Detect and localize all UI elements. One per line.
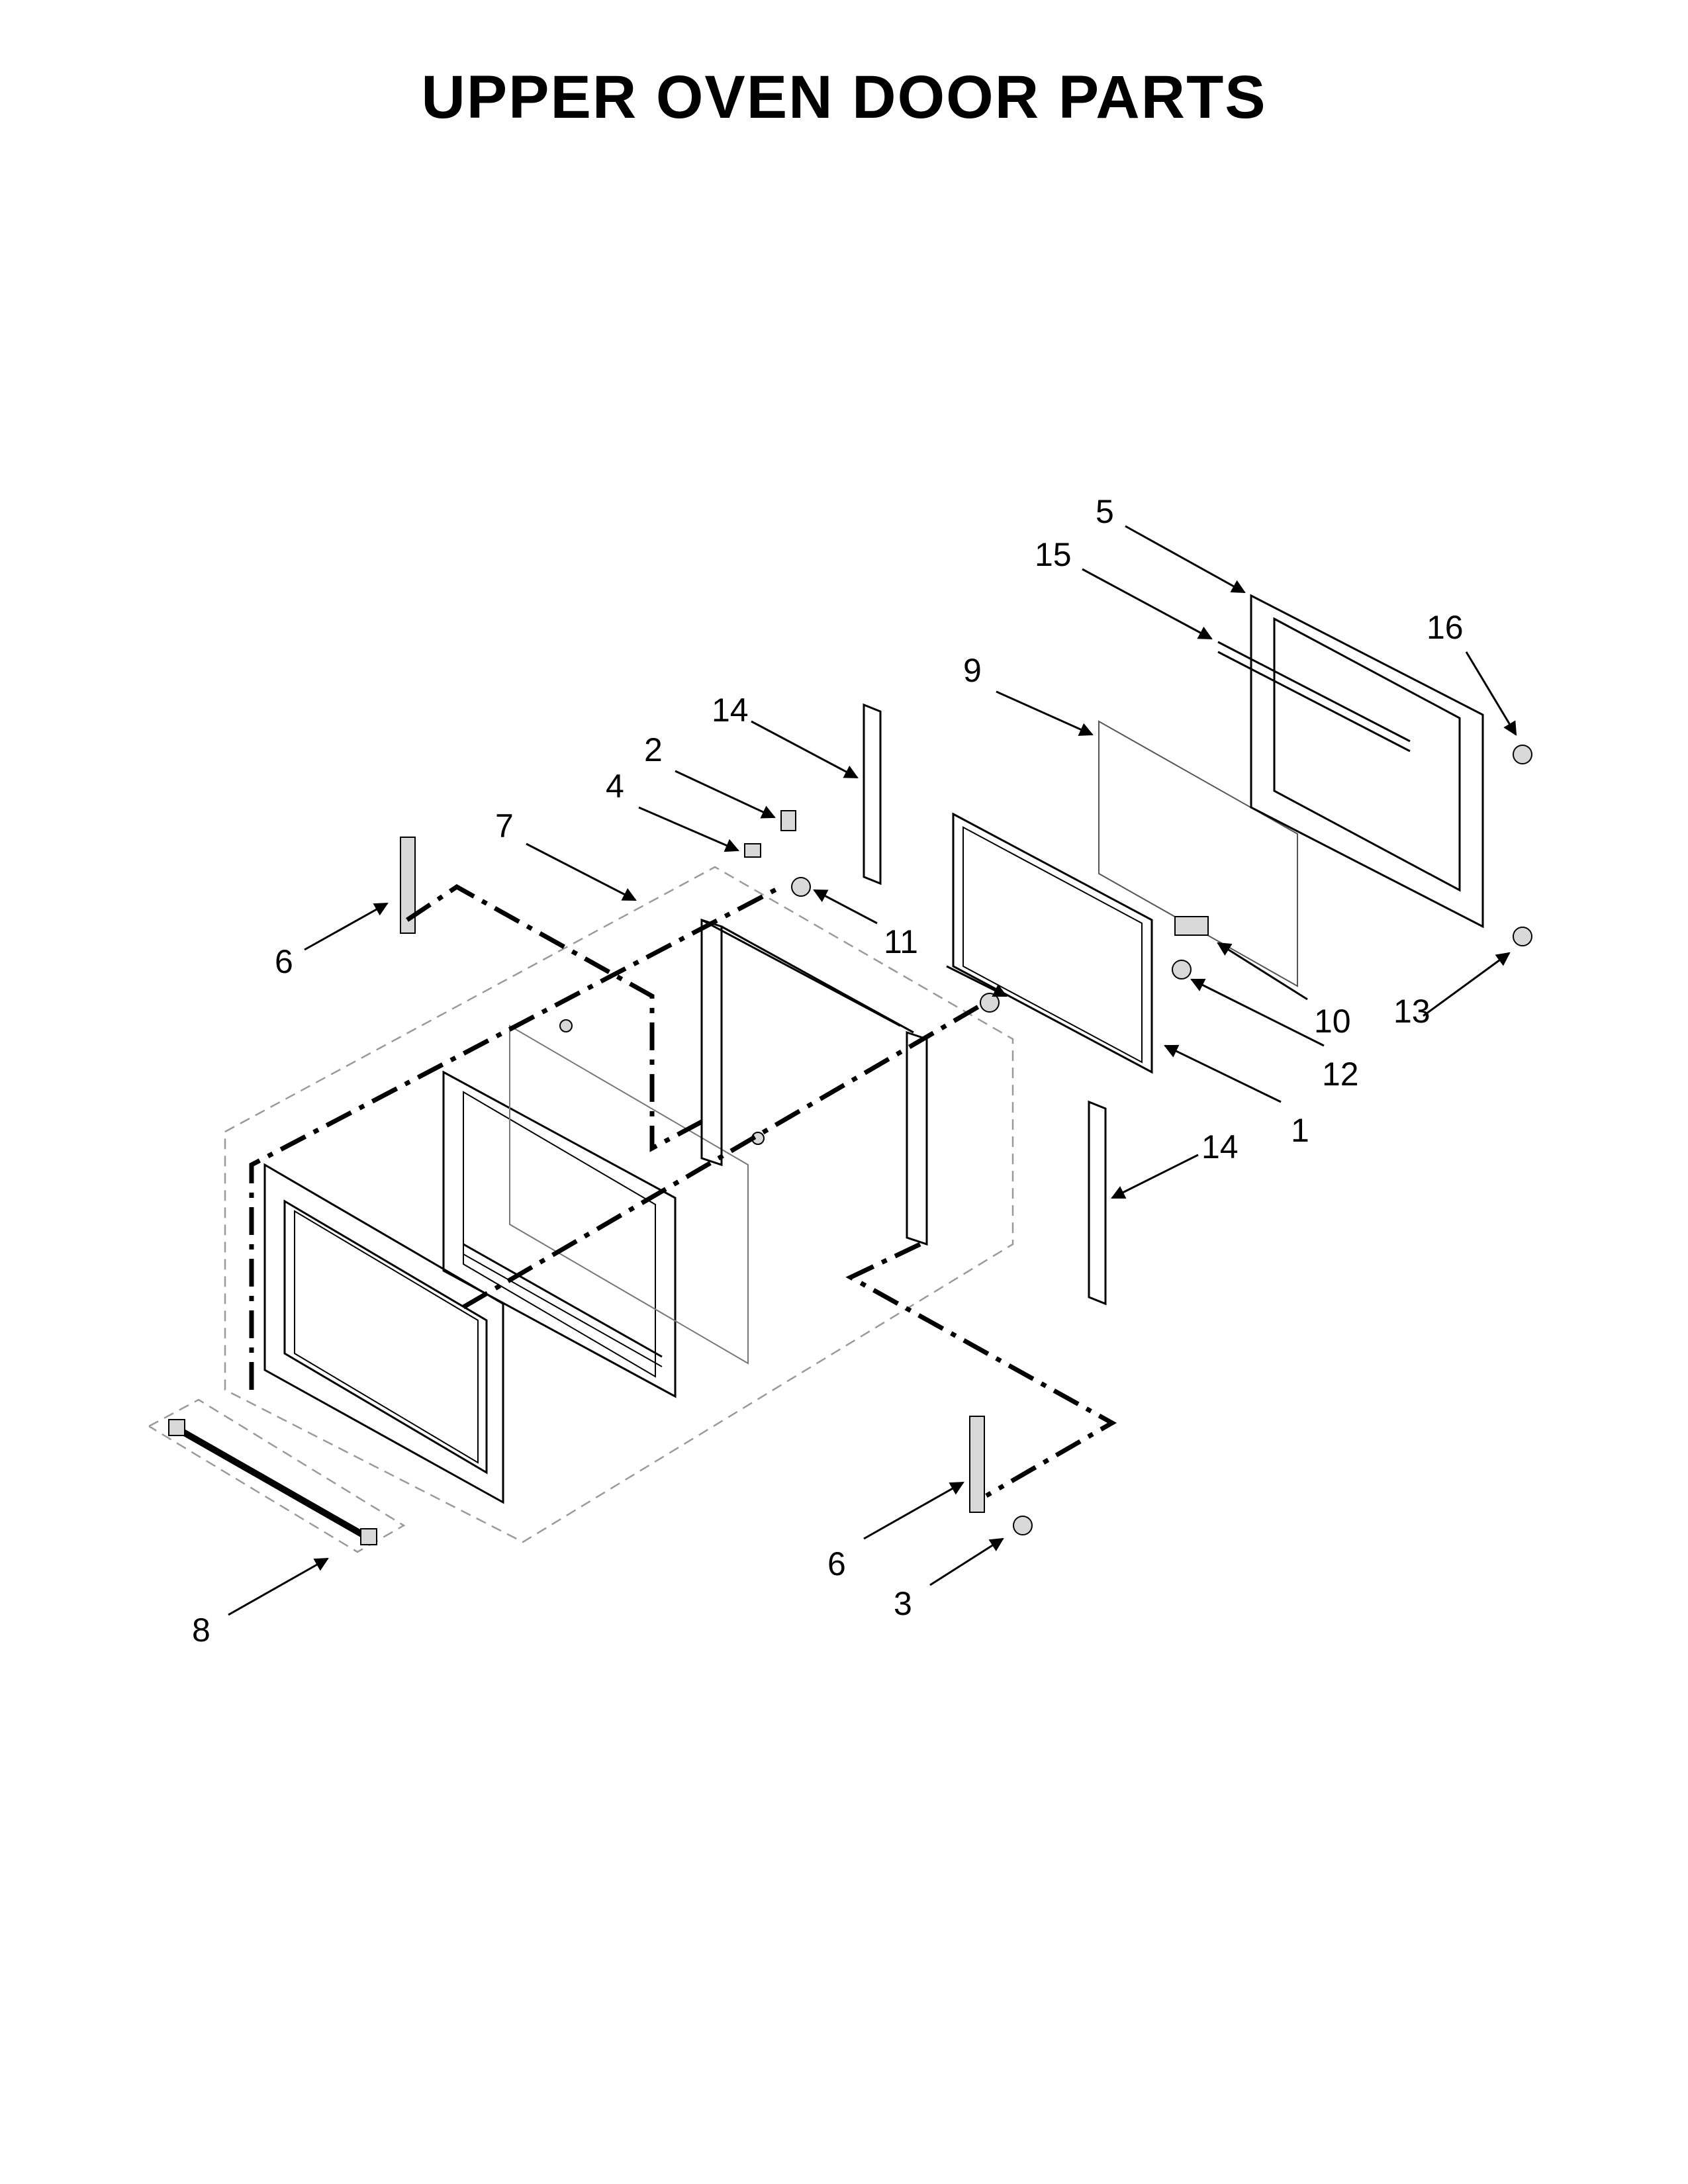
screw-16 (1513, 745, 1532, 764)
assembly-line-right (845, 1242, 1117, 1498)
trim-strip-lower (1088, 1100, 1107, 1306)
callout-1: 1 (1291, 1112, 1309, 1149)
callout-8: 8 (192, 1612, 211, 1649)
callout-6-right: 6 (827, 1545, 846, 1582)
hinge-right (969, 1416, 985, 1513)
clip-2 (780, 810, 796, 831)
callout-7: 7 (495, 807, 514, 844)
screw-11a (791, 877, 811, 897)
callout-11: 11 (884, 923, 918, 960)
screw-11b (980, 993, 1000, 1013)
leader-lines (228, 525, 1517, 1616)
callout-15: 15 (1035, 536, 1072, 573)
trim-strip-upper (863, 703, 882, 886)
callout-9: 9 (963, 652, 982, 689)
clip-4 (744, 843, 761, 858)
callout-5: 5 (1096, 493, 1114, 530)
screw-13 (1513, 927, 1532, 946)
assembly-line-middle (249, 884, 782, 1390)
callout-6-left: 6 (275, 943, 293, 980)
screw-12 (1172, 960, 1192, 979)
rear-door-frame (952, 812, 1153, 1074)
callout-14-upper: 14 (712, 692, 749, 729)
hinge-left (400, 837, 416, 934)
door-glass-inner (509, 1024, 749, 1365)
door-side-channel (700, 918, 928, 1246)
callout-12: 12 (1322, 1056, 1359, 1093)
callout-14-lower: 14 (1201, 1128, 1239, 1165)
callout-13: 13 (1393, 993, 1430, 1030)
bracket-10 (1174, 916, 1209, 936)
door-liner (1217, 594, 1484, 929)
callout-3: 3 (894, 1585, 912, 1622)
inner-door-frame (442, 1070, 677, 1398)
door-handle (148, 1398, 406, 1553)
callout-16: 16 (1427, 609, 1464, 646)
screw-3 (1013, 1516, 1033, 1535)
glass-panel (1098, 720, 1298, 987)
callout-2: 2 (644, 731, 663, 768)
spacer-a (559, 1019, 573, 1032)
outer-door-frame (263, 1163, 504, 1504)
assembly-line-upper (406, 884, 703, 1152)
page-title: UPPER OVEN DOOR PARTS (421, 64, 1267, 131)
assembly-line-lower (462, 1003, 981, 1310)
assembly-envelope (224, 866, 1014, 1543)
callout-4: 4 (606, 768, 624, 805)
callout-10: 10 (1314, 1003, 1351, 1040)
